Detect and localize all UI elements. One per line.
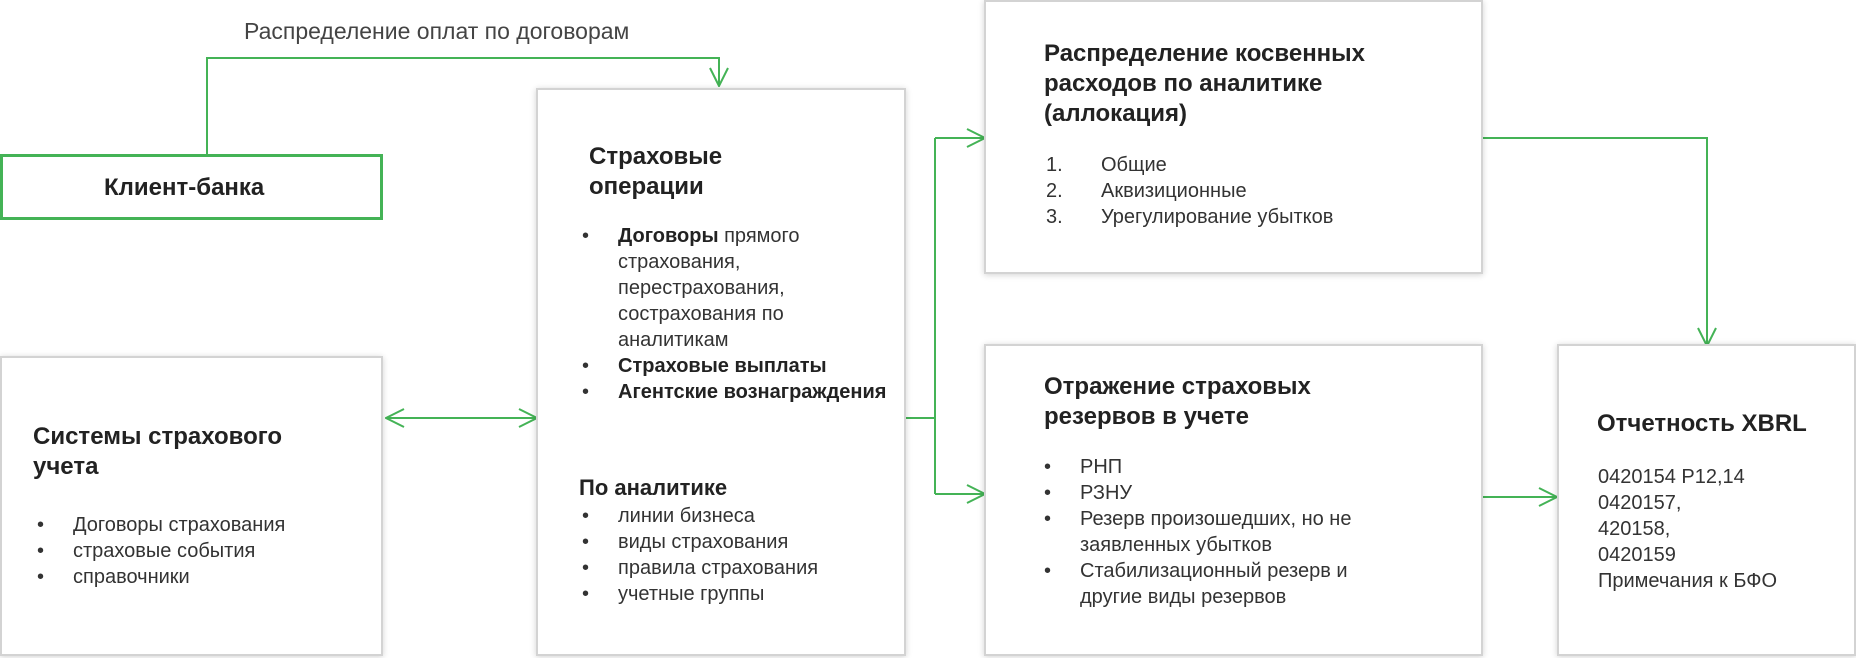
list-item: учетные группы bbox=[580, 581, 898, 607]
list-item: Договоры страхования bbox=[35, 512, 375, 538]
xbrl-title: Отчетность XBRL bbox=[1597, 410, 1807, 437]
list-item: 2. Аквизиционные bbox=[1046, 178, 1466, 204]
item-text: Аквизиционные bbox=[1101, 180, 1247, 202]
item-bold: Договоры bbox=[618, 225, 719, 247]
insurance-systems-box[interactable]: Системы страхового учета Договоры страхо… bbox=[0, 356, 383, 656]
item-text: Общие bbox=[1101, 154, 1167, 176]
list-item: справочники bbox=[35, 564, 375, 590]
analytics-list: линии бизнеса виды страхования правила с… bbox=[580, 503, 898, 607]
insurance-systems-title: Системы страхового учета bbox=[33, 423, 283, 480]
item-text: Урегулирование убытков bbox=[1101, 206, 1334, 228]
list-item: правила страхования bbox=[580, 555, 898, 581]
allocation-title: Распределение косвенных расходов по анал… bbox=[1044, 40, 1366, 127]
list-item: Страховые выплаты bbox=[580, 353, 898, 379]
item-number: 3. bbox=[1046, 206, 1063, 228]
list-item: линии бизнеса bbox=[580, 503, 898, 529]
report-line: 0420159 bbox=[1598, 544, 1676, 566]
payment-distribution-connector bbox=[206, 57, 719, 154]
list-item: 1. Общие bbox=[1046, 152, 1466, 178]
payment-distribution-label: Распределение оплат по договорам bbox=[244, 18, 630, 44]
xbrl-report-codes: 0420154 Р12,14 0420157, 420158, 0420159 … bbox=[1598, 464, 1777, 594]
reserves-list: РНП РЗНУ Резерв произошедших, но не заяв… bbox=[1042, 454, 1442, 610]
analytics-subheading: По аналитике bbox=[579, 475, 728, 500]
report-line: 0420157, bbox=[1598, 492, 1682, 514]
insurance-operations-title: Страховые операции bbox=[589, 143, 723, 200]
insurance-operations-box[interactable]: Страховые операции Договоры прямого стра… bbox=[536, 88, 906, 656]
item-number: 1. bbox=[1046, 154, 1063, 176]
item-number: 2. bbox=[1046, 180, 1063, 202]
item-bold: Агентские вознаграждения bbox=[618, 381, 887, 403]
allocation-box[interactable]: Распределение косвенных расходов по анал… bbox=[984, 0, 1483, 274]
item-rest: прямого страхования, перестрахования, со… bbox=[618, 225, 800, 351]
client-bank-box[interactable]: Клиент-банка bbox=[0, 154, 383, 220]
list-item: Стабилизационный резерв и другие виды ре… bbox=[1042, 558, 1400, 610]
client-bank-title: Клиент-банка bbox=[104, 174, 265, 201]
ops-branch-connector bbox=[905, 138, 936, 494]
reserves-title: Отражение страховых резервов в учете bbox=[1044, 373, 1311, 430]
list-item: РНП bbox=[1042, 454, 1442, 480]
list-item: Агентские вознаграждения bbox=[580, 379, 898, 405]
list-item: РЗНУ bbox=[1042, 480, 1442, 506]
allocation-to-xbrl-arrow bbox=[1483, 137, 1707, 346]
list-item: Договоры прямого страхования, перестрахо… bbox=[580, 223, 898, 353]
report-line: Примечания к БФО bbox=[1598, 570, 1777, 592]
list-item: Резерв произошедших, но не заявленных уб… bbox=[1042, 506, 1380, 558]
insurance-systems-list: Договоры страхования страховые события с… bbox=[35, 512, 375, 590]
insurance-operations-list: Договоры прямого страхования, перестрахо… bbox=[580, 223, 898, 405]
report-line: 0420154 Р12,14 bbox=[1598, 466, 1745, 488]
list-item: виды страхования bbox=[580, 529, 898, 555]
xbrl-reporting-box[interactable]: Отчетность XBRL 0420154 Р12,14 0420157, … bbox=[1557, 344, 1856, 656]
report-line: 420158, bbox=[1598, 518, 1671, 540]
reserves-box[interactable]: Отражение страховых резервов в учете РНП… bbox=[984, 344, 1483, 656]
allocation-list: 1. Общие 2. Аквизиционные 3. Урегулирование… bbox=[1046, 152, 1466, 230]
list-item: страховые события bbox=[35, 538, 375, 564]
item-bold: Страховые выплаты bbox=[618, 355, 827, 377]
list-item: 3. Урегулирование убытков bbox=[1046, 204, 1466, 230]
